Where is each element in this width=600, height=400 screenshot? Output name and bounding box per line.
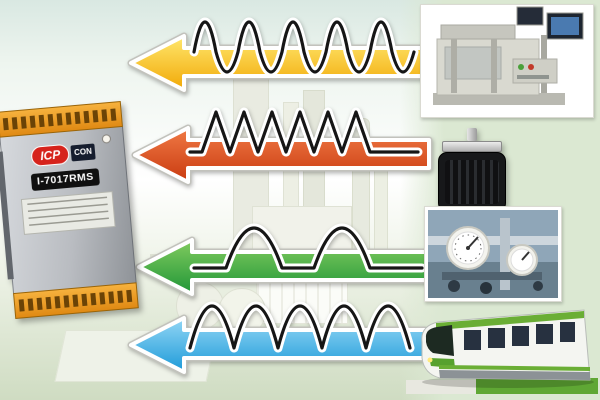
module-front-panel: ICP CON I-7017RMS: [0, 126, 137, 294]
train-photo: [406, 296, 598, 396]
gauges-illustration: [428, 210, 558, 298]
brand-icp-text: ICP: [30, 143, 71, 167]
spec-sticker: [20, 190, 116, 235]
sine-wave-icon: [192, 20, 416, 74]
motor-photo: [433, 128, 511, 212]
arch-wave-icon: [188, 304, 412, 350]
machine-photo: [420, 4, 594, 118]
machine-illustration: [421, 5, 591, 115]
signal-arrow-arch: [127, 296, 429, 376]
status-led: [101, 134, 112, 144]
model-label: I-7017RMS: [30, 168, 101, 191]
triangle-wave-icon: [188, 110, 420, 154]
gauges-photo: [424, 206, 562, 302]
terminal-slots: [2, 108, 118, 131]
brand-logo: ICP CON: [30, 141, 96, 167]
brand-con-text: CON: [70, 143, 96, 162]
io-module: ICP CON I-7017RMS: [0, 100, 139, 320]
terminal-slots: [18, 289, 134, 312]
train-illustration: [406, 309, 598, 394]
signal-arrow-triangle: [131, 106, 433, 186]
half-sine-pulse-wave-icon: [192, 226, 424, 270]
signal-arrow-half-sine: [135, 218, 437, 298]
signal-arrow-sine: [127, 14, 429, 94]
spec-sticker-lines: [26, 196, 110, 229]
motor-body: [438, 152, 506, 212]
motor-flange: [442, 141, 502, 152]
motor-shaft: [467, 128, 477, 141]
motor-fins: [445, 160, 499, 204]
